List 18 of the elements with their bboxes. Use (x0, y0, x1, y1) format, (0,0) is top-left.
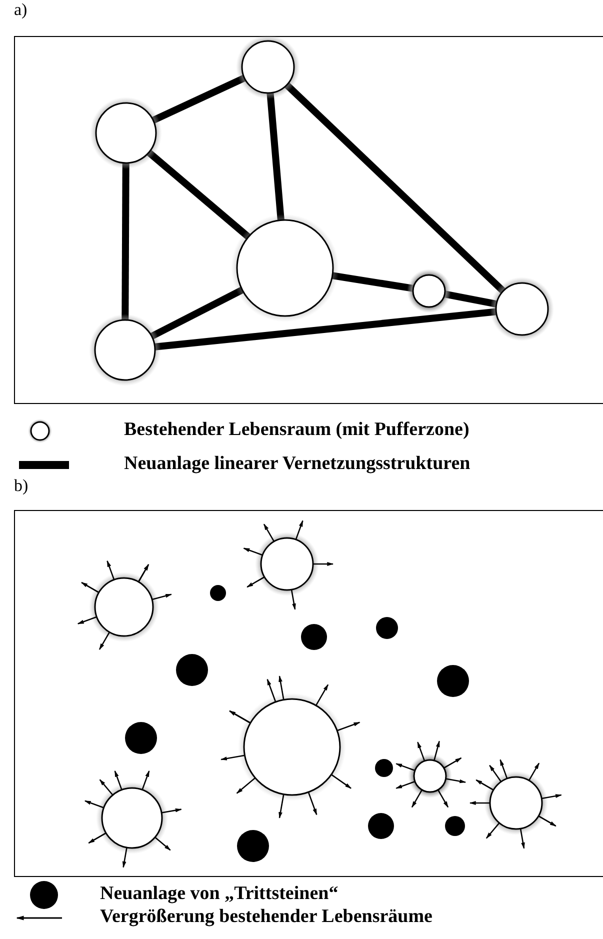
habitat-circle (407, 269, 451, 313)
panel-label: a) (14, 0, 28, 20)
legend-text: Neuanlage von „Trittsteinen“ (100, 883, 338, 905)
habitat-circle (408, 754, 452, 798)
habitat-circle (89, 572, 159, 642)
habitat-circle (484, 771, 548, 835)
legend-text: Bestehender Lebensraum (mit Pufferzone) (124, 419, 470, 441)
panel-label: b) (14, 476, 28, 496)
habitat-circle (90, 97, 162, 169)
habitat-circle (96, 782, 168, 854)
habitat-circle (236, 35, 300, 99)
habitat-circle (238, 693, 346, 801)
legend-text: Vergrößerung bestehender Lebensräume (100, 906, 432, 928)
habitat-circle (255, 532, 319, 596)
habitat-circle (89, 314, 161, 386)
habitat-circle (231, 214, 339, 322)
habitat-circle (490, 277, 554, 341)
legend-text: Neuanlage linearer Vernetzungsstrukturen (124, 453, 470, 475)
